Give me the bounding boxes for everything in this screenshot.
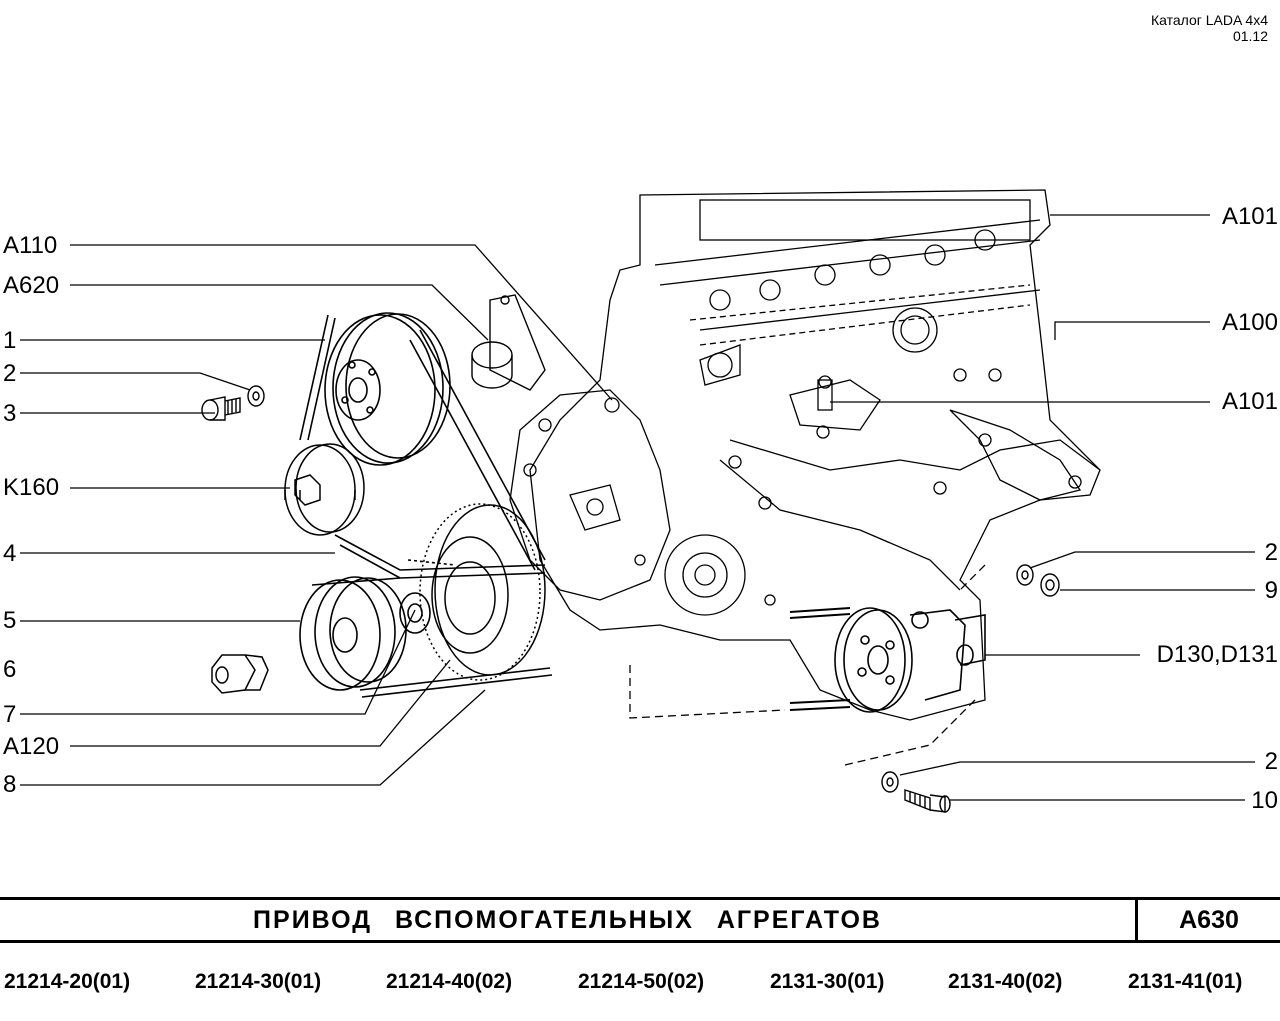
nut-9 [1040, 573, 1060, 597]
leader-lines-right [629, 214, 1255, 801]
title-divider [1135, 900, 1138, 940]
leader-lines-left [20, 244, 613, 786]
callout-9: 9 [1264, 577, 1278, 604]
catalog-header: Каталог LADA 4x4 01.12 [1151, 12, 1268, 44]
model-list: 21214-20(01) 21214-30(01) 21214-40(02) 2… [0, 970, 1280, 1000]
callout-7: 7 [3, 701, 17, 728]
washer-2-lower [881, 771, 899, 793]
callout-4: 4 [3, 540, 17, 567]
callout-10: 10 [1251, 787, 1278, 814]
model-item: 21214-50(02) [578, 970, 705, 993]
callout-1: 1 [3, 327, 17, 354]
model-item: 2131-41(01) [1128, 970, 1243, 993]
callout-a620: A620 [3, 272, 60, 299]
model-item: 21214-40(02) [386, 970, 513, 993]
callout-2-right: 2 [1264, 539, 1278, 566]
crankshaft-pulley [419, 503, 546, 681]
pulley-5 [299, 576, 431, 691]
callout-5: 5 [3, 607, 17, 634]
pulley-1 [324, 312, 451, 466]
model-item: 21214-20(01) [4, 970, 131, 993]
engine-block [529, 189, 1101, 721]
title-bar: ПРИВОД ВСПОМОГАТЕЛЬНЫХ АГРЕГАТОВ A630 [0, 897, 1280, 943]
callout-d130-d131: D130,D131 [1156, 641, 1278, 668]
callout-2-left: 2 [3, 360, 17, 387]
catalog-name: Каталог LADA 4x4 [1150, 12, 1268, 28]
callout-a120: A120 [3, 733, 60, 760]
washer-2-upper [247, 385, 265, 407]
callout-3: 3 [3, 400, 17, 427]
catalog-date: 01.12 [1232, 28, 1268, 44]
washer-2-right [1016, 564, 1034, 586]
page-title: ПРИВОД ВСПОМОГАТЕЛЬНЫХ АГРЕГАТОВ [253, 906, 882, 934]
section-code: A630 [1179, 906, 1239, 934]
callout-a101-top: A101 [1221, 203, 1278, 230]
callout-a101: A101 [1221, 388, 1278, 415]
model-item: 2131-30(01) [770, 970, 885, 993]
model-item: 21214-30(01) [195, 970, 322, 993]
bolt-10 [904, 789, 951, 813]
timing-cover [509, 389, 776, 616]
callout-k160: K160 [3, 474, 60, 501]
pulley-d130 [789, 607, 986, 713]
belt-8 [311, 577, 553, 698]
nut-6 [211, 654, 269, 694]
callout-a100: A100 [1221, 309, 1278, 336]
bracket-a620 [471, 294, 546, 391]
callout-6: 6 [3, 656, 17, 683]
callout-8: 8 [3, 771, 17, 798]
model-item: 2131-40(02) [948, 970, 1063, 993]
callout-2-lower: 2 [1264, 748, 1278, 775]
tensioner-k160 [284, 443, 365, 536]
bolt-3 [201, 396, 241, 421]
engine-drawing [20, 189, 1255, 813]
callout-a110: A110 [3, 232, 58, 259]
